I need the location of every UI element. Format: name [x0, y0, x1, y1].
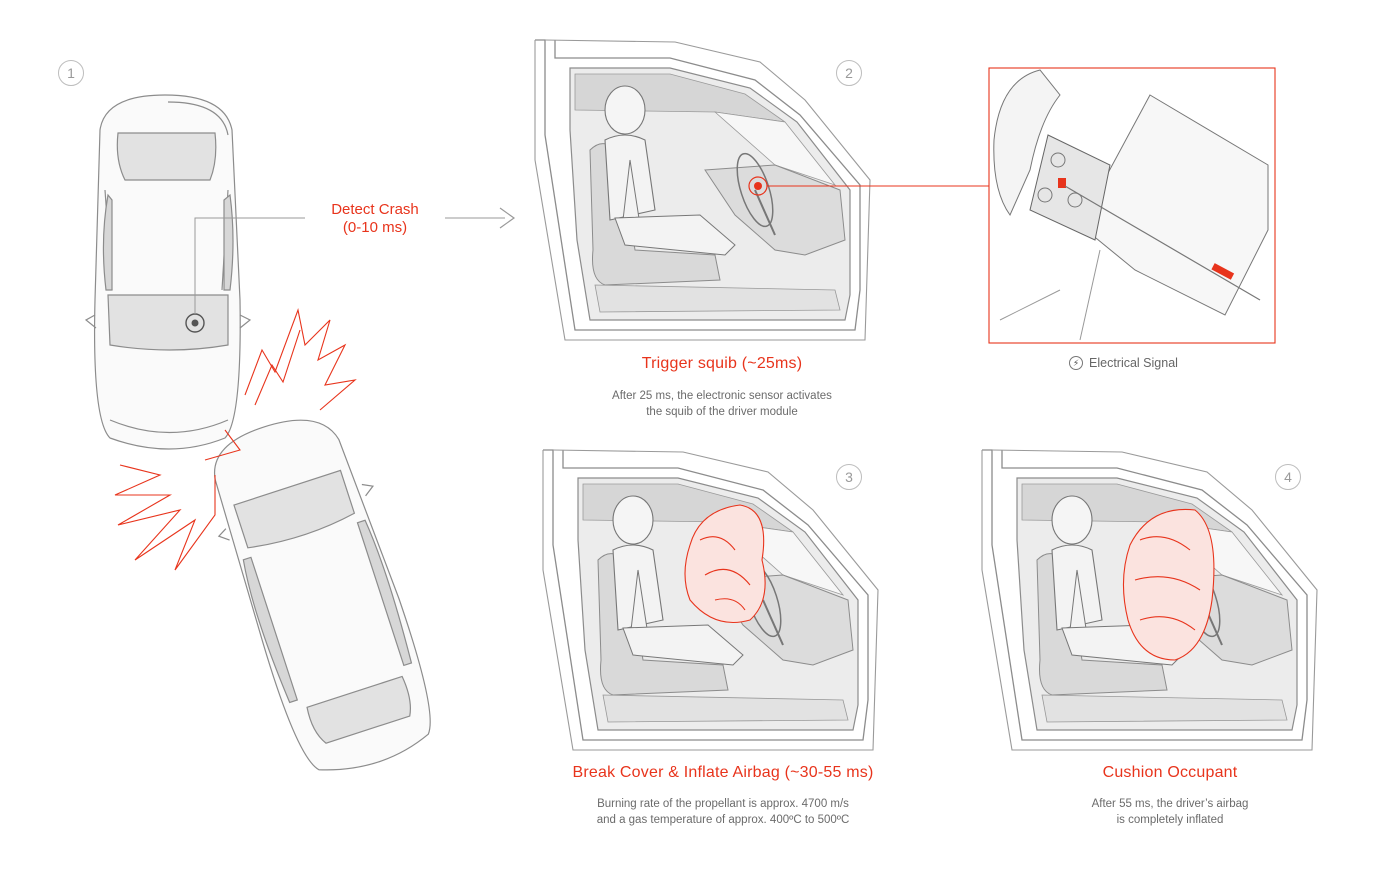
cushion-desc-line-1: After 55 ms, the driver’s airbag [1091, 798, 1249, 810]
electrical-signal-text: Electrical Signal [1089, 356, 1178, 370]
cushion-occupant-description: After 55 ms, the driver’s airbag is comp… [1020, 796, 1320, 828]
step-number-2: 2 [836, 60, 862, 86]
trigger-squib-title: Trigger squib (~25ms) [641, 355, 803, 372]
inflate-desc-line-2: and a gas temperature of approx. 400ºC t… [596, 814, 850, 826]
detect-crash-title: Detect Crash [331, 201, 419, 218]
trigger-desc-line-2: the squib of the driver module [646, 406, 798, 418]
impact-burst [114, 307, 357, 571]
car-2-top-view [213, 419, 431, 771]
detect-crash-label: Detect Crash (0-10 ms) [305, 201, 445, 237]
interior-panel-2 [534, 39, 871, 341]
arrow-right-icon [499, 207, 516, 229]
squib-detail-zoom [988, 67, 1276, 344]
cushion-occupant-title: Cushion Occupant [1102, 764, 1238, 781]
detect-crash-time: (0-10 ms) [342, 219, 408, 236]
step-number-4: 4 [1275, 464, 1301, 490]
airbag-inflating [684, 504, 766, 624]
airbag-inflated [1122, 508, 1215, 661]
inflate-airbag-description: Burning rate of the propellant is approx… [523, 796, 923, 828]
step-number-3: 3 [836, 464, 862, 490]
inflate-airbag-title: Break Cover & Inflate Airbag (~30-55 ms) [572, 764, 874, 781]
inflate-desc-line-1: Burning rate of the propellant is approx… [597, 798, 849, 810]
cushion-desc-line-2: is completely inflated [1116, 814, 1224, 826]
step-number-1: 1 [58, 60, 84, 86]
electrical-signal-label: ⚡ Electrical Signal [1069, 356, 1178, 370]
trigger-squib-description: After 25 ms, the electronic sensor activ… [522, 388, 922, 420]
car-1-top-view [84, 94, 252, 450]
lightning-bolt-icon: ⚡ [1069, 356, 1083, 370]
trigger-desc-line-1: After 25 ms, the electronic sensor activ… [612, 390, 832, 402]
